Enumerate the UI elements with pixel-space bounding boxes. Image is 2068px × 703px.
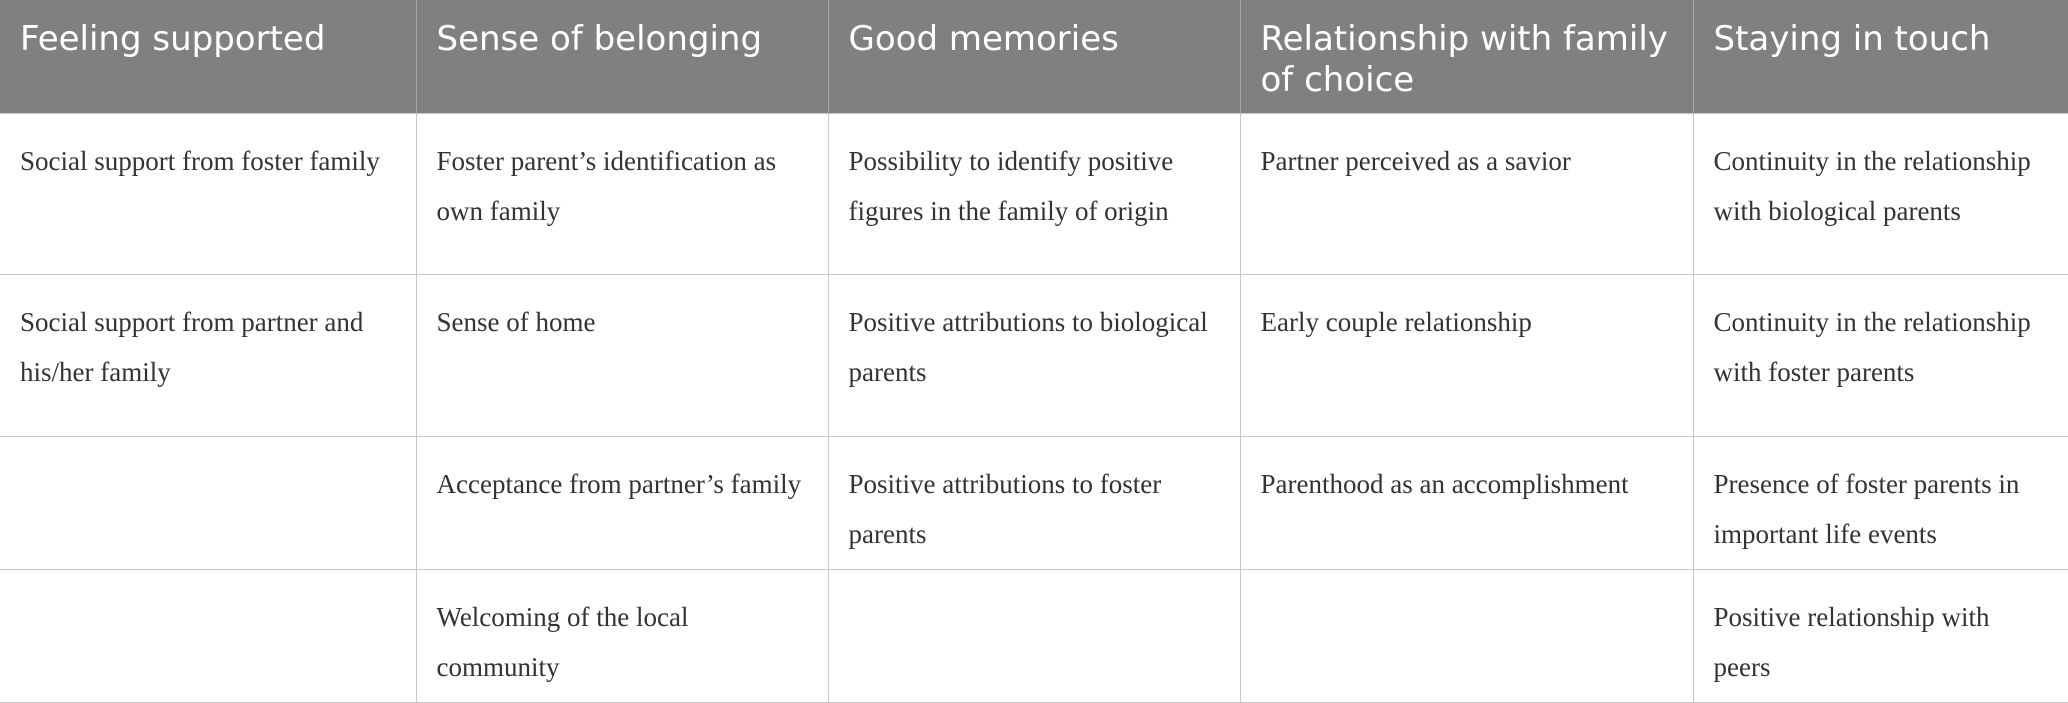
table-cell: Positive attributions to foster parents (827, 436, 1241, 570)
header-sense-of-belonging: Sense of belonging (415, 0, 829, 114)
table-cell (1239, 569, 1694, 703)
table-cell: Welcoming of the local community (415, 569, 829, 703)
table-cell: Early couple relationship (1239, 274, 1694, 437)
table-cell: Presence of foster parents in important … (1692, 436, 2068, 570)
table-row: Welcoming of the local community Positiv… (0, 569, 2068, 703)
table-header: Feeling supported Sense of belonging Goo… (0, 0, 2068, 114)
table-cell: Positive relationship with peers (1692, 569, 2068, 703)
table-cell: Partner perceived as a savior (1239, 113, 1694, 275)
table-cell (827, 569, 1241, 703)
table-cell: Acceptance from partner’s family (415, 436, 829, 570)
table-cell (0, 436, 417, 570)
table-body: Social support from foster family Foster… (0, 113, 2068, 703)
table-cell: Continuity in the relationship with fost… (1692, 274, 2068, 437)
table-row: Social support from foster family Foster… (0, 113, 2068, 275)
table-cell: Parenthood as an accomplishment (1239, 436, 1694, 570)
table-cell: Possibility to identify positive figures… (827, 113, 1241, 275)
table-cell: Social support from partner and his/her … (0, 274, 417, 437)
table-row: Acceptance from partner’s family Positiv… (0, 436, 2068, 570)
table-row: Social support from partner and his/her … (0, 274, 2068, 437)
header-good-memories: Good memories (827, 0, 1241, 114)
table-cell: Foster parent’s identification as own fa… (415, 113, 829, 275)
header-feeling-supported: Feeling supported (0, 0, 417, 114)
table-cell: Continuity in the relationship with biol… (1692, 113, 2068, 275)
table-cell: Positive attributions to biological pare… (827, 274, 1241, 437)
table-cell: Sense of home (415, 274, 829, 437)
header-staying-in-touch: Staying in touch (1692, 0, 2068, 114)
header-row: Feeling supported Sense of belonging Goo… (0, 0, 2068, 114)
table-cell (0, 569, 417, 703)
header-relationship-family-of-choice: Relationship with family of choice (1239, 0, 1694, 114)
table-cell: Social support from foster family (0, 113, 417, 275)
